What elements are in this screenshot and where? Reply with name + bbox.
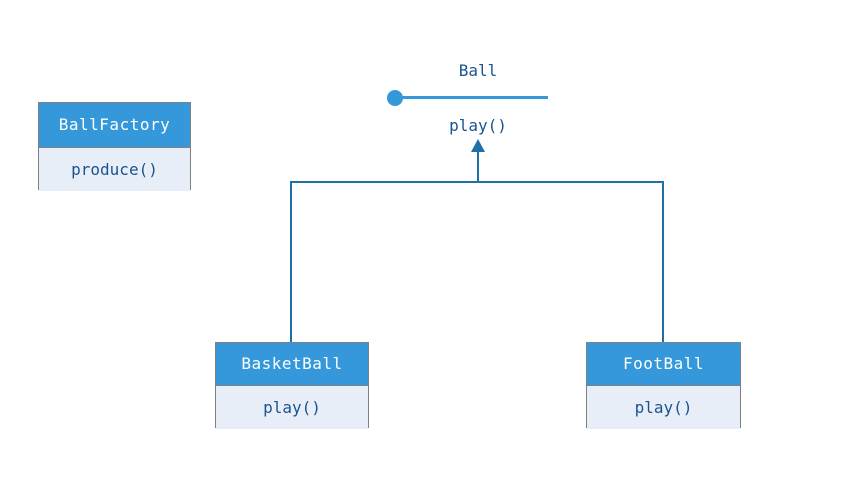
- connector-bracket-horizontal: [290, 181, 664, 183]
- lollipop-stem: [402, 96, 548, 99]
- class-name-football: FootBall: [587, 343, 740, 386]
- class-box-basketball[interactable]: BasketBall play(): [215, 342, 369, 429]
- connector-drop-basketball: [290, 181, 292, 343]
- class-name-basketball: BasketBall: [216, 343, 368, 386]
- inheritance-arrow-icon: [471, 139, 485, 152]
- class-member-ballfactory-produce: produce(): [39, 148, 190, 191]
- interface-operation-label: play(): [449, 116, 507, 135]
- class-box-ballfactory[interactable]: BallFactory produce(): [38, 102, 191, 191]
- lollipop-circle-icon: [387, 90, 403, 106]
- interface-ball-label: Ball: [458, 61, 498, 80]
- connector-riser-to-interface: [477, 150, 479, 182]
- class-box-football[interactable]: FootBall play(): [586, 342, 741, 429]
- class-name-ballfactory: BallFactory: [39, 103, 190, 148]
- class-member-basketball-play: play(): [216, 386, 368, 429]
- interface-ball[interactable]: Ball: [370, 55, 570, 115]
- connector-drop-football: [662, 181, 664, 343]
- class-member-football-play: play(): [587, 386, 740, 429]
